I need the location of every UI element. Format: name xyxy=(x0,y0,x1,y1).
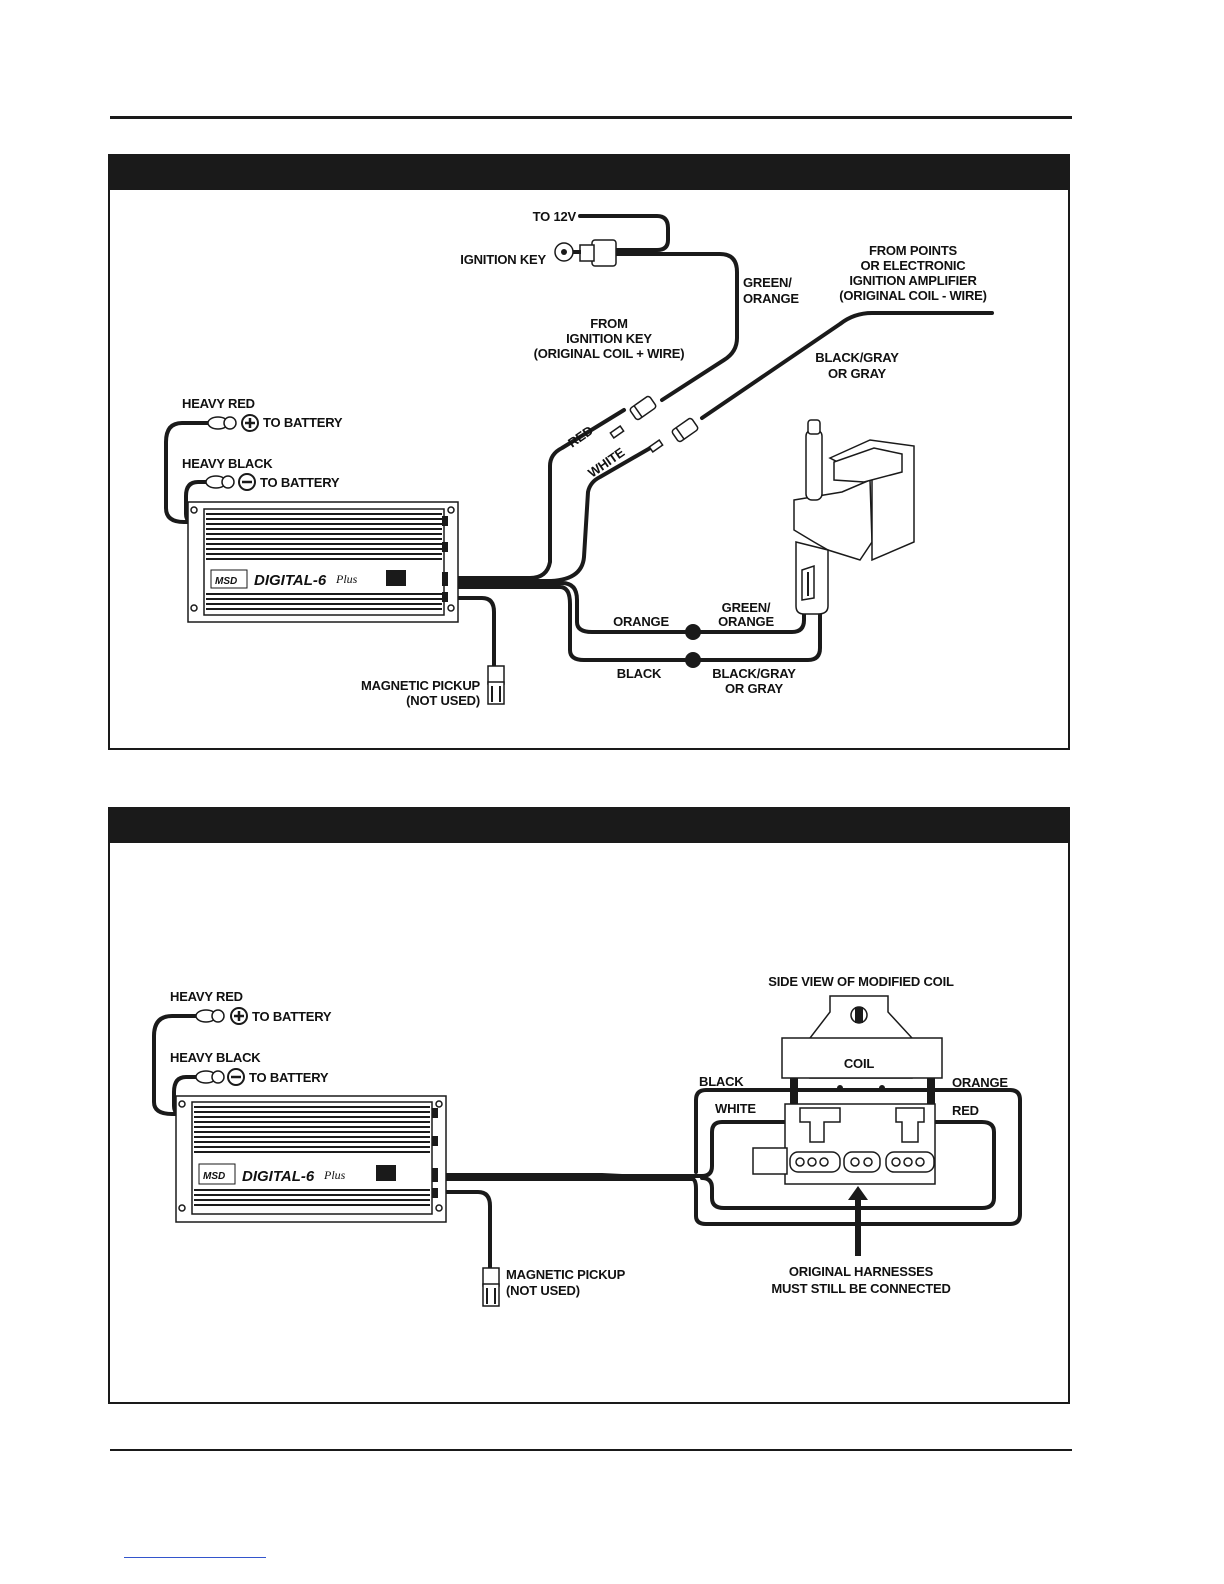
coil-icon xyxy=(793,419,915,615)
label-red-b: RED xyxy=(952,1103,979,1118)
harness-plug-left xyxy=(789,1151,841,1173)
plus-terminal-icon xyxy=(241,414,259,432)
label-coil-black-gray-2: OR GRAY xyxy=(725,681,784,696)
bottom-wiring-panel: MSD DIGITAL-6 Plus xyxy=(108,807,1070,1404)
footer-link-underline[interactable] xyxy=(124,1557,266,1558)
label-from-points-2: OR ELECTRONIC xyxy=(860,258,966,273)
arrow-up-icon xyxy=(848,1186,868,1256)
bottom-panel-header xyxy=(110,809,1068,843)
wire-bundle-b xyxy=(434,1120,996,1210)
label-coil-green-orange-2: ORANGE xyxy=(718,614,774,629)
top-wiring-panel: MSD DIGITAL-6 Plus TO 12V IGNITION KEY G… xyxy=(108,154,1070,750)
label-to-battery-pos-b: TO BATTERY xyxy=(252,1009,332,1024)
top-panel-header xyxy=(110,156,1068,190)
wire-orange xyxy=(446,581,806,634)
bottom-rule xyxy=(110,1449,1072,1451)
harness-plug-right xyxy=(885,1151,935,1173)
connector-white-female xyxy=(671,417,699,443)
label-mag-pickup-2-b: (NOT USED) xyxy=(506,1283,580,1298)
connector-red-male xyxy=(609,425,625,439)
label-heavy-black-b: HEAVY BLACK xyxy=(170,1050,261,1065)
label-coil-black-gray-1: BLACK/GRAY xyxy=(712,666,796,681)
label-side-view: SIDE VIEW OF MODIFIED COIL xyxy=(768,974,954,989)
brand-suffix-bottom: Plus xyxy=(323,1168,346,1182)
junction-orange xyxy=(685,624,701,640)
heavy-red-terminal xyxy=(207,416,237,430)
connector-white-male xyxy=(648,439,664,453)
top-rule xyxy=(110,116,1072,119)
label-green-orange-1: GREEN/ xyxy=(743,275,792,290)
bottom-wiring-diagram: MSD DIGITAL-6 Plus xyxy=(152,974,1022,1307)
label-mag-pickup-1-b: MAGNETIC PICKUP xyxy=(506,1267,626,1282)
heavy-red-terminal-b xyxy=(195,1009,225,1023)
wire-heavy-red xyxy=(164,421,212,524)
label-black-gray-1: BLACK/GRAY xyxy=(815,350,899,365)
label-heavy-black: HEAVY BLACK xyxy=(182,456,273,471)
coil-side-view xyxy=(752,995,943,1185)
label-black-wire: BLACK xyxy=(617,666,662,681)
label-white-b: WHITE xyxy=(715,1101,756,1116)
connector-red-female xyxy=(629,395,657,421)
heavy-black-terminal-b xyxy=(195,1070,225,1084)
connector-icon xyxy=(482,1267,500,1307)
label-from-points-3: IGNITION AMPLIFIER xyxy=(849,273,977,288)
digital-6-box-top: MSD DIGITAL-6 Plus xyxy=(187,501,459,623)
label-to-battery-neg: TO BATTERY xyxy=(260,475,340,490)
label-mag-pickup-2: (NOT USED) xyxy=(406,693,480,708)
digital-6-box-bottom: MSD DIGITAL-6 Plus xyxy=(175,1095,447,1223)
minus-terminal-icon xyxy=(227,1068,245,1086)
label-heavy-red-b: HEAVY RED xyxy=(170,989,243,1004)
label-from-key-2: IGNITION KEY xyxy=(566,331,652,346)
wire-black xyxy=(446,585,822,662)
label-orange-wire: ORANGE xyxy=(613,614,669,629)
label-coil: COIL xyxy=(844,1056,875,1071)
label-mag-pickup-1: MAGNETIC PICKUP xyxy=(361,678,481,693)
label-to-battery-pos: TO BATTERY xyxy=(263,415,343,430)
label-heavy-red: HEAVY RED xyxy=(182,396,255,411)
label-from-key-1: FROM xyxy=(590,316,627,331)
label-ignition-key: IGNITION KEY xyxy=(460,252,546,267)
heavy-black-terminal xyxy=(205,475,235,489)
label-harness-1: ORIGINAL HARNESSES xyxy=(789,1264,934,1279)
wire-points-black-gray xyxy=(700,311,994,420)
harness-plug-middle xyxy=(843,1151,881,1173)
label-orange-b: ORANGE xyxy=(952,1075,1008,1090)
ignition-key-icon xyxy=(554,239,617,267)
junction-black xyxy=(685,652,701,668)
minus-terminal-icon xyxy=(238,473,256,491)
brand-logo-top: MSD xyxy=(215,576,237,587)
wire-white xyxy=(446,445,654,583)
brand-suffix-top: Plus xyxy=(335,572,358,586)
wire-red xyxy=(446,408,626,580)
wire-mag-pickup xyxy=(446,596,496,669)
plus-terminal-icon xyxy=(230,1007,248,1025)
brand-name-top: DIGITAL-6 xyxy=(254,572,327,589)
wire-bundle-b2 xyxy=(434,1088,1022,1226)
label-from-points-4: (ORIGINAL COIL - WIRE) xyxy=(839,288,987,303)
label-green-orange-2: ORANGE xyxy=(743,291,799,306)
label-from-key-3: (ORIGINAL COIL + WIRE) xyxy=(534,346,685,361)
heatsink-fins xyxy=(206,513,442,610)
connector-icon xyxy=(487,665,505,705)
label-to-battery-neg-b: TO BATTERY xyxy=(249,1070,329,1085)
heatsink-fins-b xyxy=(194,1106,430,1206)
label-red-wire: RED xyxy=(565,423,596,451)
label-harness-2: MUST STILL BE CONNECTED xyxy=(771,1281,950,1296)
brand-name-bottom: DIGITAL-6 xyxy=(242,1168,315,1185)
label-black-gray-2: OR GRAY xyxy=(828,366,887,381)
label-to-12v: TO 12V xyxy=(533,209,577,224)
wire-heavy-red-b xyxy=(152,1014,200,1116)
wire-12v xyxy=(578,214,670,252)
wire-key-green-orange xyxy=(612,252,739,402)
brand-logo-bottom: MSD xyxy=(203,1171,225,1182)
label-black-b: BLACK xyxy=(699,1074,744,1089)
wire-mag-pickup-b xyxy=(434,1190,492,1270)
label-coil-green-orange-1: GREEN/ xyxy=(722,600,771,615)
label-from-points-1: FROM POINTS xyxy=(869,243,958,258)
top-wiring-diagram: MSD DIGITAL-6 Plus TO 12V IGNITION KEY G… xyxy=(164,209,994,708)
